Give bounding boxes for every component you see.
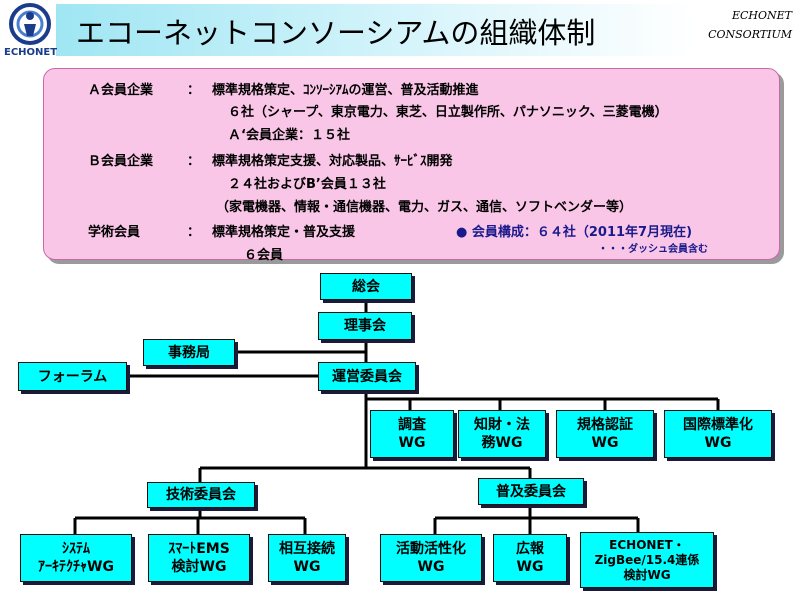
general-assembly-box: 総会 bbox=[320, 273, 412, 300]
certification-wg-line2: WG bbox=[591, 435, 619, 451]
header-band bbox=[56, 4, 696, 56]
forum-box: フォーラム bbox=[18, 362, 127, 391]
intl-standardization-wg-box: 国際標準化 WG bbox=[664, 410, 772, 458]
system-architecture-wg-box: ｼｽﾃﾑ ｱｰｷﾃｸﾁｬWG bbox=[20, 534, 132, 582]
activation-wg-box: 活動活性化 WG bbox=[380, 534, 482, 582]
corner-brand: ECHONET CONSORTIUM bbox=[708, 6, 792, 44]
secretariat-box: 事務局 bbox=[143, 339, 235, 366]
ip-legal-wg-line2: 務WG bbox=[481, 435, 523, 451]
a-member-count: ６社（シャープ、東京電力、東芝、日立製作所、パナソニック、三菱電機） bbox=[228, 105, 668, 120]
interoperability-wg-line2: WG bbox=[293, 559, 321, 575]
system-architecture-wg-line1: ｼｽﾃﾑ bbox=[62, 541, 90, 557]
academic-member-desc: 標準規格策定・普及支援 bbox=[212, 225, 356, 240]
technical-committee-box: 技術委員会 bbox=[147, 482, 255, 508]
echonet-logo bbox=[9, 3, 51, 45]
echonet-zigbee-wg-line3: 検討WG bbox=[623, 567, 671, 582]
academic-member-count: ６会員 bbox=[244, 248, 284, 263]
activation-wg-line1: 活動活性化 bbox=[396, 541, 466, 557]
public-relations-wg-line2: WG bbox=[516, 559, 544, 575]
a-member-label: Ａ会員企業 bbox=[88, 83, 154, 98]
smart-ems-wg-line2: 検討WG bbox=[171, 559, 227, 575]
b-member-label: Ｂ会員企業 bbox=[88, 154, 154, 169]
interoperability-wg-line1: 相互接続 bbox=[279, 541, 335, 557]
b-member-colon: ： bbox=[187, 154, 201, 169]
public-relations-wg-line1: 広報 bbox=[516, 541, 544, 557]
b-member-detail: （家電機器、情報・通信機器、電力、ガス、通信、ソフトベンダー等） bbox=[216, 200, 633, 215]
header: ECHONET エコーネットコンソーシアムの組織体制 ECHONET CONSO… bbox=[0, 0, 800, 62]
a-dash-member: Ａ‘会員企業：１５社 bbox=[228, 128, 350, 143]
page-title: エコーネットコンソーシアムの組織体制 bbox=[76, 16, 596, 50]
steering-committee-box: 運営委員会 bbox=[318, 362, 416, 391]
a-member-colon: ： bbox=[187, 83, 201, 98]
survey-wg-line2: WG bbox=[398, 435, 426, 451]
b-member-desc: 標準規格策定支援、対応製品、ｻｰﾋﾞｽ開発 bbox=[212, 154, 453, 169]
certification-wg-line1: 規格認証 bbox=[577, 417, 633, 433]
ip-legal-wg-line1: 知財・法 bbox=[474, 417, 530, 433]
corner-brand-line1: ECHONET bbox=[731, 9, 792, 22]
echonet-zigbee-wg-box: ECHONET・ ZigBee/15.4連係 検討WG bbox=[580, 532, 714, 588]
activation-wg-line2: WG bbox=[417, 559, 445, 575]
survey-wg-box: 調査 WG bbox=[370, 410, 454, 458]
echonet-zigbee-wg-line1: ECHONET・ bbox=[609, 537, 685, 552]
promotion-committee-box: 普及委員会 bbox=[478, 478, 584, 505]
system-architecture-wg-line2: ｱｰｷﾃｸﾁｬWG bbox=[38, 559, 114, 575]
corner-brand-line2: CONSORTIUM bbox=[708, 28, 792, 41]
member-composition-note: ・・・ダッシュ会員含む bbox=[598, 244, 708, 255]
survey-wg-line1: 調査 bbox=[398, 417, 426, 433]
board-box: 理事会 bbox=[318, 312, 412, 340]
academic-member-label: 学術会員 bbox=[88, 225, 141, 240]
echonet-zigbee-wg-line2: ZigBee/15.4連係 bbox=[594, 552, 700, 567]
ip-legal-wg-box: 知財・法 務WG bbox=[458, 410, 546, 458]
intl-standardization-wg-line2: WG bbox=[704, 435, 732, 451]
academic-member-colon: ： bbox=[187, 225, 201, 240]
b-member-count: ２４社およびB’会員１３社 bbox=[228, 177, 386, 192]
smart-ems-wg-line1: ｽﾏｰﾄEMS bbox=[168, 541, 230, 557]
certification-wg-box: 規格認証 WG bbox=[556, 410, 654, 458]
interoperability-wg-box: 相互接続 WG bbox=[268, 534, 346, 582]
member-composition: ● 会員構成：６４社（2011年7月現在) bbox=[456, 225, 693, 240]
public-relations-wg-box: 広報 WG bbox=[493, 534, 567, 582]
smart-ems-wg-box: ｽﾏｰﾄEMS 検討WG bbox=[148, 534, 250, 582]
a-member-desc: 標準規格策定、ｺﾝｿｰｼｱﾑの運営、普及活動推進 bbox=[212, 83, 479, 98]
membership-panel bbox=[43, 68, 780, 260]
intl-standardization-wg-line1: 国際標準化 bbox=[683, 417, 753, 433]
logo-text: ECHONET bbox=[4, 47, 58, 58]
